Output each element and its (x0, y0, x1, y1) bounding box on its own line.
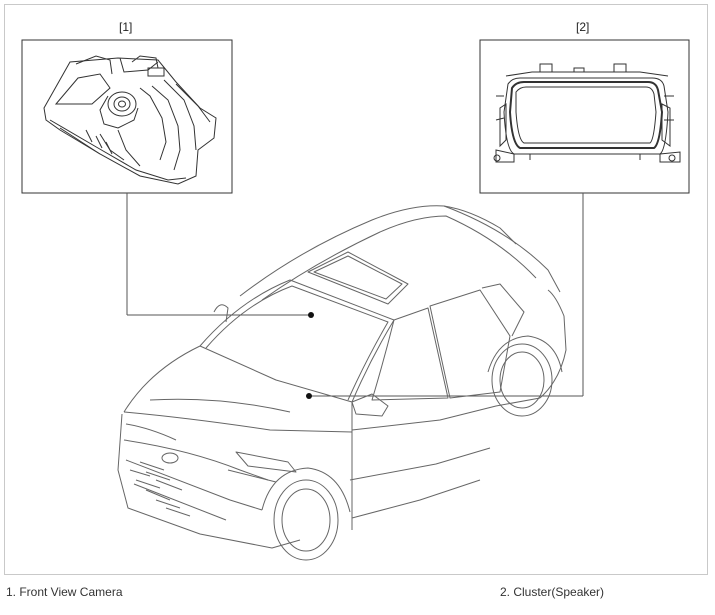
callout-marker-front-camera (308, 312, 314, 318)
caption-front-view-camera: 1. Front View Camera (6, 585, 123, 599)
caption-cluster-speaker: 2. Cluster(Speaker) (500, 585, 605, 599)
cluster-illustration (493, 63, 681, 163)
callout-label-2: [2] (576, 20, 590, 34)
component-location-diagram (21, 39, 690, 561)
callout-label-1: [1] (119, 20, 133, 34)
figure-frame (4, 4, 708, 575)
callout-marker-cluster (306, 393, 312, 399)
inset-box-cluster (479, 39, 690, 194)
vehicle-illustration (117, 205, 567, 561)
inset-box-front-camera (21, 39, 233, 194)
front-camera-illustration (43, 55, 217, 185)
